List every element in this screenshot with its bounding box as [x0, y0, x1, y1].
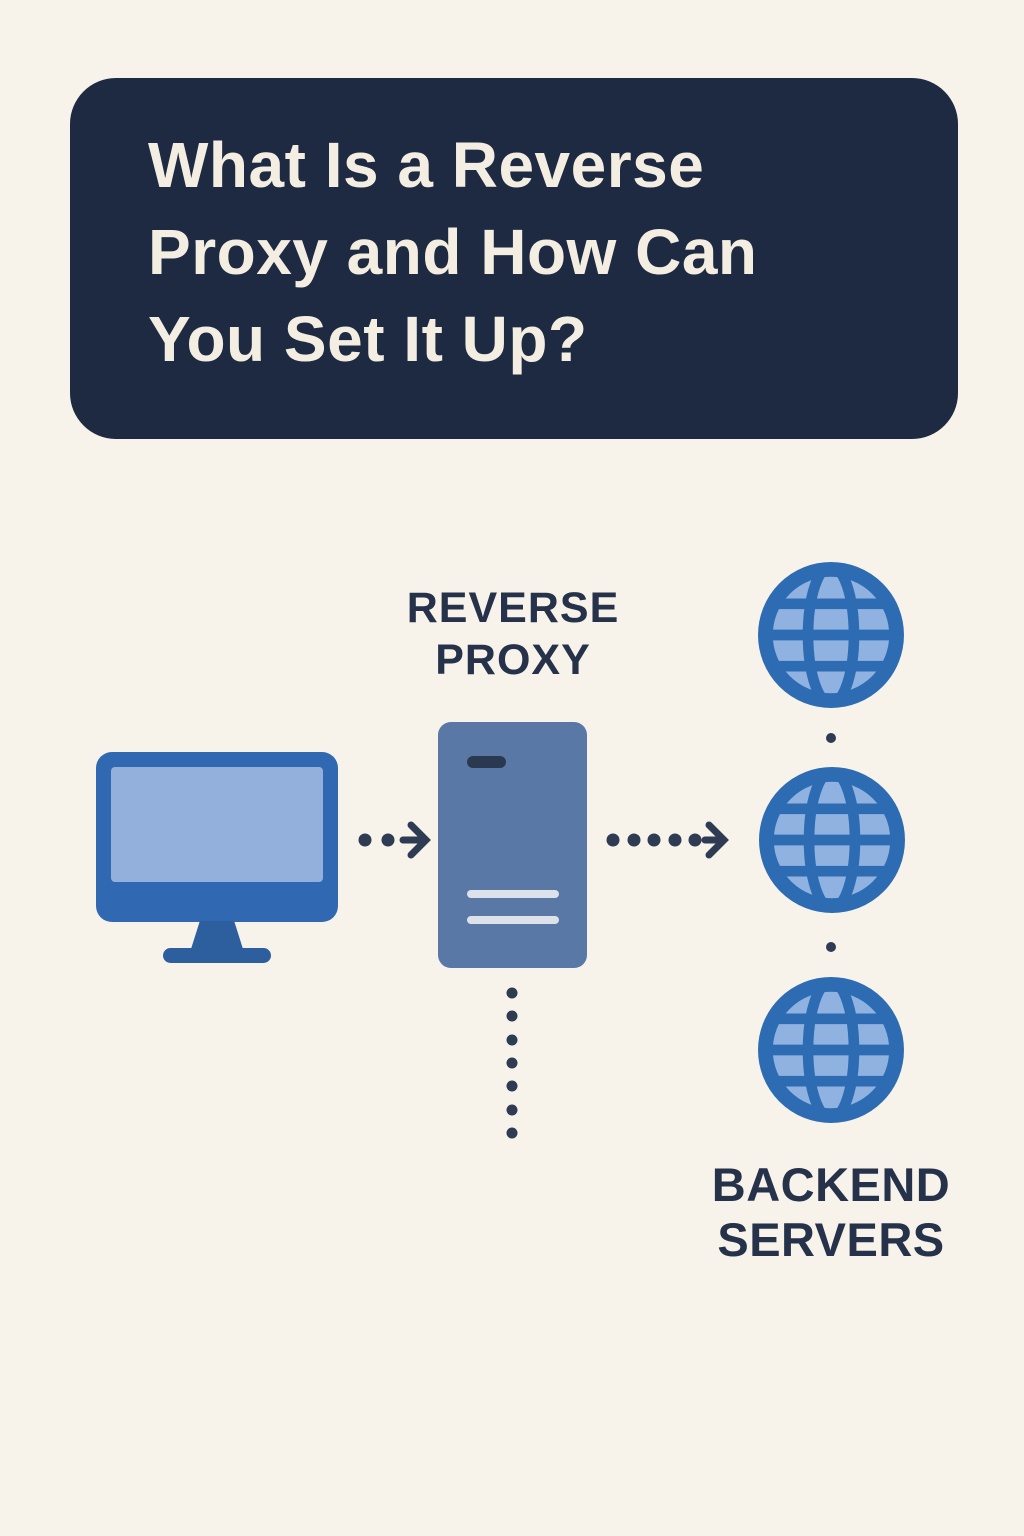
reverse-proxy-label-line-2: PROXY — [435, 636, 591, 685]
backend-servers-label: BACKEND SERVERS — [712, 1158, 951, 1268]
monitor-stand — [191, 921, 243, 949]
globe-separator-dot — [826, 733, 836, 743]
page-title-line-1: What Is a Reverse — [148, 129, 705, 201]
backend-servers-label-line-2: SERVERS — [717, 1212, 945, 1266]
dotted-line-vertical-icon — [506, 987, 518, 1139]
globe-icon — [758, 562, 904, 708]
backend-servers-label-line-1: BACKEND — [711, 1158, 951, 1211]
page-title: What Is a Reverse Proxy and How Can You … — [70, 78, 958, 383]
dotted-arrow-right-icon — [606, 821, 729, 859]
reverse-proxy-label: REVERSE PROXY — [407, 582, 620, 687]
globe-icon — [759, 767, 905, 913]
title-card: What Is a Reverse Proxy and How Can You … — [70, 78, 958, 439]
server-drive-line — [467, 890, 559, 898]
page-title-line-2: Proxy and How Can — [148, 216, 758, 289]
globe-icon — [758, 977, 904, 1123]
server-drive-line — [467, 916, 559, 924]
computer-monitor-icon — [96, 752, 338, 964]
globe-separator-dot — [826, 942, 836, 952]
monitor-screen — [111, 767, 323, 882]
server-vent-slot — [467, 756, 506, 768]
reverse-proxy-label-line-1: REVERSE — [406, 584, 620, 632]
monitor-base — [163, 948, 271, 963]
page-title-line-3: You Set It Up? — [148, 303, 588, 376]
server-tower-icon — [438, 722, 587, 968]
dotted-arrow-right-icon — [358, 821, 431, 859]
monitor-frame — [96, 752, 338, 922]
